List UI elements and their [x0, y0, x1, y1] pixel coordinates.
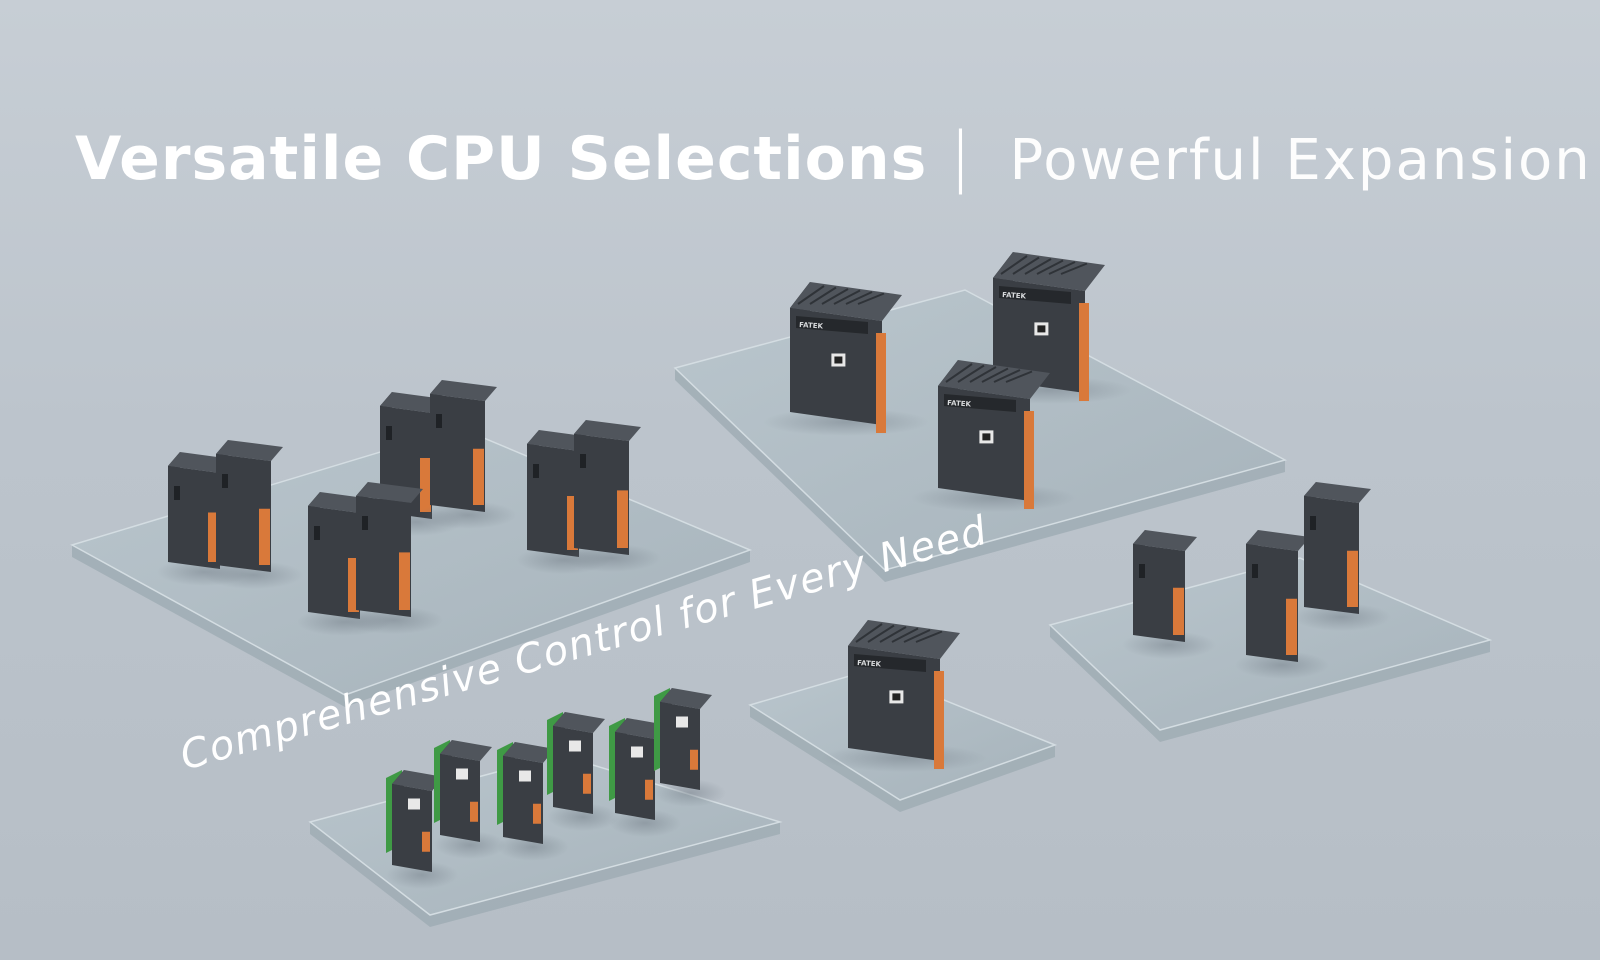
terminal-block	[399, 552, 410, 610]
expansion-card	[386, 770, 458, 889]
headline: Versatile CPU Selections | Powerful Expa…	[75, 118, 1592, 195]
terminal-block	[348, 558, 359, 612]
io-module	[1122, 530, 1216, 659]
io-module	[562, 420, 661, 572]
terminal-block	[420, 458, 431, 512]
expansion-card	[434, 740, 506, 859]
headline-main: Versatile CPU Selections	[75, 124, 928, 194]
brand-logo: FATEK	[857, 659, 882, 668]
terminal-block	[1024, 411, 1034, 509]
headline-sub: Powerful Expansion	[1009, 128, 1592, 193]
terminal-block	[208, 512, 219, 562]
brand-logo: FATEK	[799, 321, 824, 330]
terminal-block	[1173, 587, 1184, 635]
brand-logo: FATEK	[947, 399, 972, 408]
terminal-block	[1079, 303, 1089, 401]
terminal-block	[259, 508, 270, 565]
terminal-block	[1286, 598, 1297, 655]
expansion-card	[547, 712, 619, 831]
cpu-module: FATEK	[763, 282, 929, 436]
terminal-block	[617, 490, 628, 548]
terminal-block	[876, 333, 886, 433]
terminal-block	[473, 448, 484, 505]
io-module	[418, 380, 517, 529]
terminal-block	[1347, 550, 1358, 607]
io-module	[1292, 482, 1391, 631]
expansion-card	[497, 742, 569, 861]
expansion-card	[654, 688, 726, 807]
brand-logo: FATEK	[1002, 291, 1027, 300]
io-module	[344, 482, 443, 634]
io-module	[1235, 530, 1329, 679]
terminal-block	[934, 671, 944, 769]
io-module	[204, 440, 303, 589]
cpu-module: FATEK	[821, 620, 987, 772]
cpu-module: FATEK	[911, 360, 1077, 512]
headline-separator: |	[949, 118, 972, 195]
terminal-block	[567, 496, 578, 550]
